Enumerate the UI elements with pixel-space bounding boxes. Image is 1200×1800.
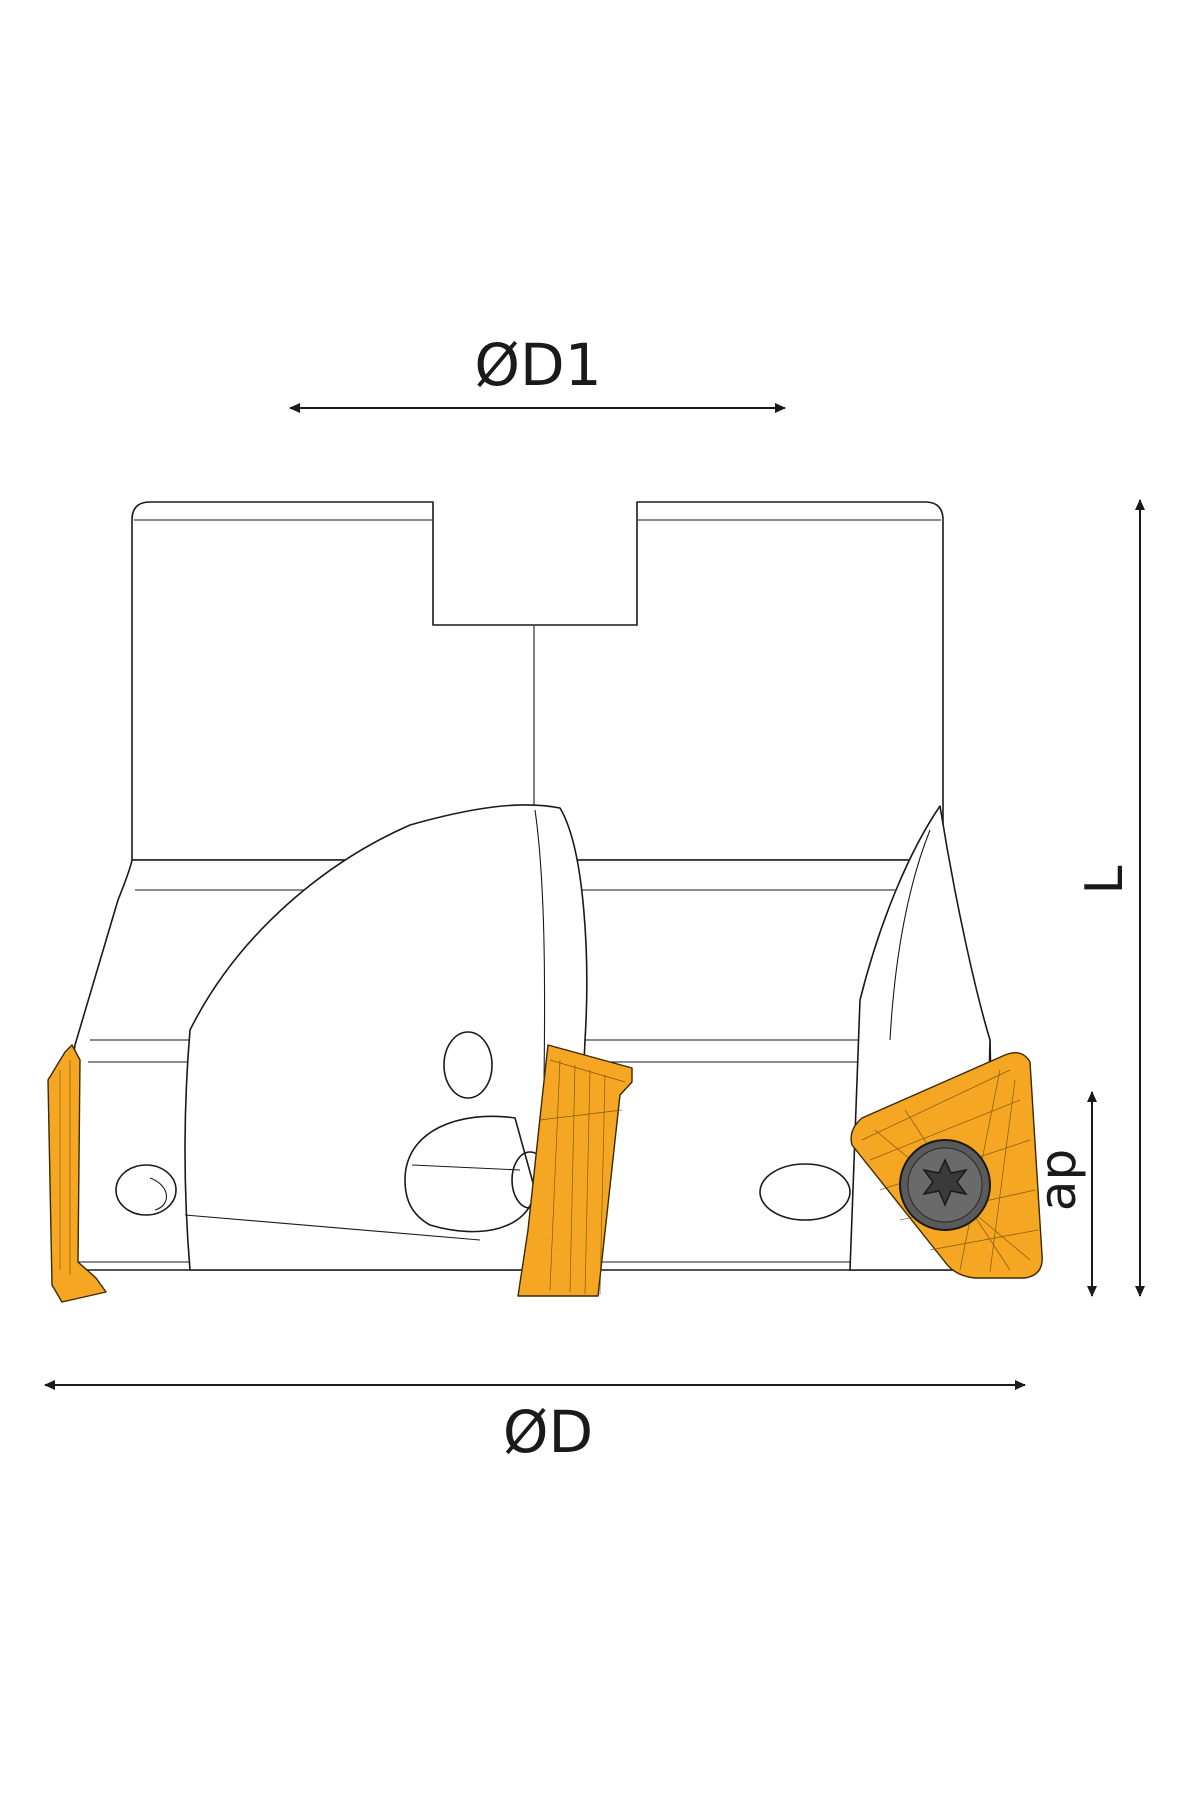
dimension-l: L — [1075, 499, 1145, 1297]
dim-label-l: L — [1075, 865, 1135, 894]
dimension-d: ØD — [44, 1380, 1026, 1466]
insert-left — [47, 1044, 107, 1303]
shank-block — [131, 501, 944, 861]
insert-center — [517, 1044, 633, 1297]
dim-label-d: ØD — [503, 1398, 593, 1466]
dim-label-d1: ØD1 — [474, 331, 601, 399]
torx-drive-icon — [922, 1158, 968, 1207]
screw-boss — [404, 1115, 536, 1233]
insert-right-triangle — [850, 1052, 1043, 1279]
dimension-ap: ap — [1029, 1091, 1097, 1297]
dimension-d1: ØD1 — [289, 331, 786, 413]
coolant-hole-right — [759, 1163, 851, 1221]
coolant-hole-upper — [443, 1031, 493, 1099]
cutter-body — [60, 501, 1000, 1271]
dim-label-ap: ap — [1029, 1149, 1087, 1211]
coolant-hole-left — [115, 1164, 177, 1216]
